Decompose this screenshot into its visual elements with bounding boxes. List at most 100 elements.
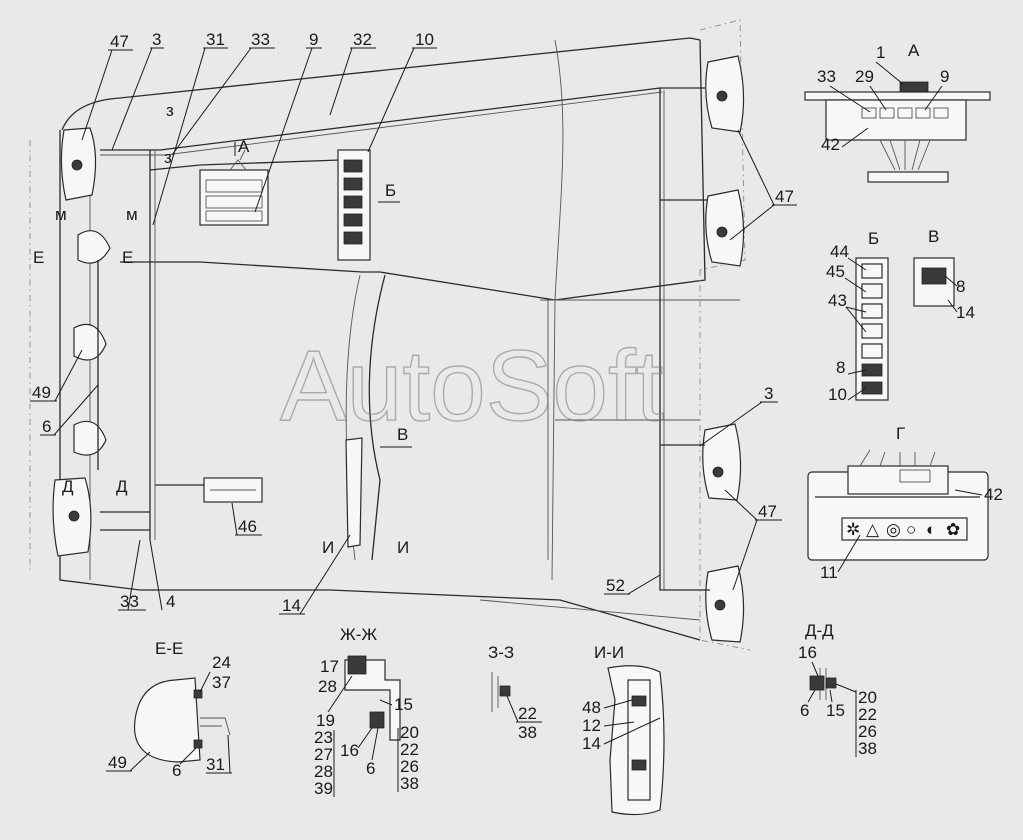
view-dd: Д-Д 16 6 15 20 22 26 38 (798, 621, 877, 758)
view-g-icon-3: ◎ (886, 520, 901, 539)
view-ee-title: Е-Е (155, 639, 183, 658)
view-ee: Е-Е 24 37 49 6 31 (106, 639, 232, 780)
view-dd-callout-26: 26 (858, 722, 877, 741)
view-zhzh-callout-23: 23 (314, 728, 333, 747)
switch-panel-block (337, 149, 371, 261)
view-zhzh-callout-39: 39 (314, 779, 333, 798)
view-g-icon-5: ◐ (926, 520, 936, 539)
view-ii-title: И-И (594, 643, 624, 662)
view-ee-callout-49: 49 (108, 753, 127, 772)
view-zhzh-callout-38: 38 (400, 774, 419, 793)
view-b-title: Б (868, 229, 879, 248)
mark-z-low: з (164, 148, 172, 167)
mark-d-right: Д (116, 477, 128, 496)
view-zhzh-callout-22: 22 (400, 740, 419, 759)
part-14-panel (345, 437, 363, 548)
callouts-top: 47 3 31 33 9 32 10 (81, 30, 437, 226)
mark-i-right: И (397, 538, 409, 557)
callout-9: 9 (309, 30, 318, 49)
view-b-callout-43: 43 (828, 291, 847, 310)
view-ii-callout-14: 14 (582, 734, 601, 753)
view-zhzh-callout-26: 26 (400, 757, 419, 776)
view-zhzh: Ж-Ж 17 28 15 19 23 27 28 39 16 6 20 22 2… (314, 625, 419, 798)
view-g-callout-42: 42 (984, 485, 1003, 504)
mark-e-left: Е (33, 248, 44, 267)
view-g-callout-11: 11 (820, 563, 838, 582)
callout-47-right-top: 47 (775, 187, 794, 206)
view-g-icon-4: ○ (906, 520, 916, 539)
view-zhzh-callout-19: 19 (316, 711, 335, 730)
callout-32: 32 (353, 30, 372, 49)
callout-14: 14 (282, 596, 301, 615)
view-g-icon-2: △ (866, 520, 880, 539)
view-b-callout-45: 45 (826, 262, 845, 281)
view-a-title: А (908, 41, 920, 60)
view-b-callout-44: 44 (830, 242, 849, 261)
callout-31: 31 (206, 30, 225, 49)
view-ii: И-И 48 12 14 (582, 643, 665, 816)
callout-33: 33 (251, 30, 270, 49)
callout-47-right-low: 47 (758, 502, 777, 521)
view-a-callout-9: 9 (940, 67, 949, 86)
callout-6: 6 (42, 417, 51, 436)
view-ii-callout-48: 48 (582, 698, 601, 717)
mark-m-left: м (55, 205, 67, 224)
view-g-icon-1: ✲ (846, 520, 860, 539)
view-a-callout-1: 1 (876, 43, 885, 62)
view-zhzh-callout-20: 20 (400, 723, 419, 742)
view-zhzh-callout-16: 16 (340, 741, 359, 760)
view-v-callout-8: 8 (956, 277, 965, 296)
watermark-text: AutoSoft (280, 330, 664, 442)
view-ee-callout-31: 31 (206, 755, 225, 774)
mark-d-left: Д (62, 477, 74, 496)
relay-block (199, 149, 269, 226)
view-g: Г ✲ △ ◎ ○ ◐ ✿ 42 11 (807, 424, 1003, 582)
view-dd-callout-6: 6 (800, 701, 809, 720)
callout-3-right: 3 (764, 384, 773, 403)
view-v: В 8 14 (913, 227, 975, 322)
view-a-callout-33: 33 (817, 67, 836, 86)
view-dd-title: Д-Д (805, 621, 834, 640)
view-dd-callout-20: 20 (858, 688, 877, 707)
left-side-lamps (52, 127, 111, 557)
callout-46: 46 (238, 517, 257, 536)
view-g-title: Г (896, 424, 905, 443)
cab-outline (29, 19, 751, 651)
view-zhzh-callout-28a: 28 (318, 677, 337, 696)
callout-10: 10 (415, 30, 434, 49)
view-zhzh-callout-17: 17 (320, 657, 339, 676)
view-b-callout-8: 8 (836, 358, 845, 377)
view-zz-title: З-З (488, 643, 514, 662)
view-g-icon-6: ✿ (946, 520, 960, 539)
view-zz-callout-22: 22 (518, 704, 537, 723)
callout-49: 49 (32, 383, 51, 402)
view-ee-callout-24: 24 (212, 653, 231, 672)
callouts-main: 47 47 49 6 46 14 33 4 3 52 (30, 129, 797, 615)
view-ee-callout-37: 37 (212, 673, 231, 692)
part-46-unit (203, 477, 263, 503)
mark-a-main: А (238, 137, 250, 156)
view-zhzh-callout-27: 27 (314, 745, 333, 764)
mark-v-arrow: В (397, 425, 408, 444)
view-a-callout-42: 42 (821, 135, 840, 154)
view-zhzh-callout-28b: 28 (314, 762, 333, 781)
view-v-callout-14: 14 (956, 303, 975, 322)
mark-m-right: м (126, 205, 138, 224)
mark-z-top: з (166, 101, 174, 120)
view-a: А 1 29 9 33 42 (804, 41, 991, 183)
mark-e-right: Е (122, 248, 133, 267)
view-zz: З-З 22 38 (488, 643, 542, 742)
view-zhzh-callout-6: 6 (366, 759, 375, 778)
mark-i-left: И (322, 538, 334, 557)
mark-b-arrow: Б (385, 181, 396, 200)
view-ee-callout-6: 6 (172, 761, 181, 780)
view-zz-callout-38: 38 (518, 723, 537, 742)
view-dd-callout-22: 22 (858, 705, 877, 724)
view-dd-callout-16: 16 (798, 643, 817, 662)
view-zhzh-callout-15: 15 (394, 695, 413, 714)
view-zhzh-title: Ж-Ж (340, 625, 377, 644)
view-b: Б 44 45 43 8 10 (826, 229, 889, 404)
callout-4: 4 (166, 592, 175, 611)
